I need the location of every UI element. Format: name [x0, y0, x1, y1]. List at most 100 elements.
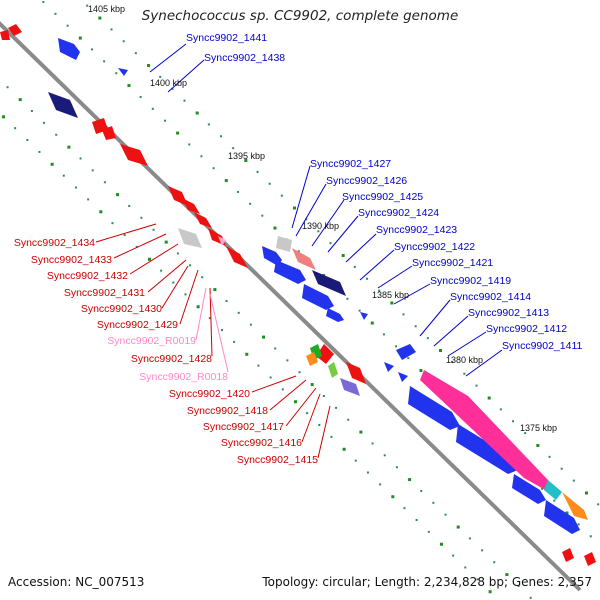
tick-dot: [6, 86, 9, 89]
tick-dot: [183, 99, 186, 102]
forward-gene[interactable]: [274, 260, 306, 284]
reverse-label[interactable]: Syncc9902_1434: [14, 237, 95, 249]
forward-gene[interactable]: [544, 500, 580, 534]
forward-gene[interactable]: [58, 38, 80, 60]
tick-dot: [391, 495, 395, 499]
tick-dot: [565, 511, 569, 515]
forward-gene[interactable]: [456, 424, 518, 474]
forward-gene[interactable]: [408, 386, 460, 430]
tick-dot: [505, 573, 509, 577]
tick-dot: [293, 400, 297, 404]
reverse-label[interactable]: Syncc9902_1432: [47, 270, 128, 282]
forward-gene[interactable]: [302, 284, 334, 310]
reverse-gene[interactable]: [8, 24, 22, 36]
forward-gene[interactable]: [326, 308, 344, 322]
forward-gene[interactable]: [512, 474, 546, 504]
reverse-gene-pseudo[interactable]: [178, 228, 202, 248]
tick-dot: [261, 214, 264, 217]
tick-dot: [62, 174, 65, 177]
forward-gene[interactable]: [48, 92, 78, 118]
reverse-label-rna[interactable]: Syncc9902_R0019: [107, 335, 196, 347]
reverse-gene[interactable]: [0, 30, 10, 40]
reverse-gene[interactable]: [584, 552, 596, 566]
tick-dot: [18, 98, 22, 102]
forward-gene[interactable]: [384, 362, 394, 372]
reverse-gene[interactable]: [562, 548, 574, 562]
kbp-tick-label: 1390 kbp: [302, 221, 339, 231]
tick-dot: [493, 561, 496, 564]
forward-label[interactable]: Syncc9902_1413: [468, 307, 549, 319]
reverse-gene[interactable]: [168, 186, 188, 206]
forward-gene[interactable]: [312, 270, 346, 296]
reverse-label[interactable]: Syncc9902_1429: [97, 319, 178, 331]
reverse-label-rna[interactable]: Syncc9902_R0018: [139, 371, 228, 383]
forward-gene-misc[interactable]: [562, 492, 588, 520]
reverse-gene[interactable]: [194, 212, 212, 228]
reverse-label[interactable]: Syncc9902_1418: [187, 405, 268, 417]
tick-dot: [475, 384, 478, 387]
reverse-gene-misc[interactable]: [328, 362, 338, 378]
reverse-gene[interactable]: [182, 198, 200, 214]
forward-gene[interactable]: [340, 378, 360, 396]
tick-dot: [172, 281, 175, 284]
forward-label[interactable]: Syncc9902_1419: [430, 275, 511, 287]
tick-dot: [286, 359, 289, 362]
forward-label[interactable]: Syncc9902_1426: [326, 175, 407, 187]
forward-label[interactable]: Syncc9902_1421: [412, 257, 493, 269]
reverse-gene-rna[interactable]: [218, 236, 226, 246]
reverse-label[interactable]: Syncc9902_1431: [64, 287, 145, 299]
tick-dot: [281, 388, 284, 391]
forward-label[interactable]: Syncc9902_1427: [310, 158, 391, 170]
forward-label[interactable]: Syncc9902_1422: [394, 241, 475, 253]
reverse-gene[interactable]: [316, 344, 334, 364]
tick-dot: [103, 181, 106, 184]
kbp-tick-label: 1380 kbp: [446, 355, 483, 365]
tick-dot: [342, 447, 346, 451]
reverse-gene-pseudo[interactable]: [276, 236, 292, 252]
tick-dot: [90, 48, 93, 51]
forward-label[interactable]: Syncc9902_1412: [486, 323, 567, 335]
reverse-gene[interactable]: [226, 246, 248, 268]
tick-dot: [189, 264, 192, 267]
tick-dot: [420, 489, 423, 492]
reverse-gene[interactable]: [120, 144, 148, 166]
reverse-gene-rna[interactable]: [292, 248, 316, 270]
forward-label[interactable]: Syncc9902_1438: [204, 52, 285, 64]
forward-label[interactable]: Syncc9902_1424: [358, 207, 439, 219]
forward-gene[interactable]: [396, 344, 416, 360]
tick-dot: [87, 198, 90, 201]
tick-dot: [419, 369, 423, 373]
reverse-label[interactable]: Syncc9902_1420: [169, 388, 250, 400]
kbp-tick-label: 1385 kbp: [372, 290, 409, 300]
forward-gene[interactable]: [398, 372, 408, 382]
forward-label[interactable]: Syncc9902_1425: [342, 191, 423, 203]
tick-dot: [268, 182, 271, 185]
tick-dot: [232, 147, 235, 150]
forward-gene-trna[interactable]: [544, 480, 562, 500]
forward-gene[interactable]: [118, 68, 128, 76]
tick-dot: [318, 424, 321, 427]
reverse-gene-misc[interactable]: [306, 352, 318, 366]
tick-dot: [335, 406, 338, 409]
tick-dot: [140, 216, 143, 219]
reverse-label[interactable]: Syncc9902_1428: [131, 353, 212, 365]
reverse-label[interactable]: Syncc9902_1415: [237, 454, 318, 466]
reverse-label[interactable]: Syncc9902_1417: [203, 421, 284, 433]
forward-label[interactable]: Syncc9902_1441: [186, 32, 267, 44]
tick-dot: [196, 305, 200, 309]
reverse-gene[interactable]: [346, 362, 366, 384]
label-leader-lines: [95, 43, 503, 459]
tick-dot: [456, 525, 460, 529]
forward-gene[interactable]: [360, 312, 368, 320]
tick-dot: [54, 12, 57, 15]
reverse-label[interactable]: Syncc9902_1430: [81, 303, 162, 315]
tick-dot: [390, 301, 394, 305]
forward-gene-rrna[interactable]: [420, 370, 556, 496]
reverse-label[interactable]: Syncc9902_1433: [31, 254, 112, 266]
tick-dot: [249, 323, 252, 326]
reverse-gene[interactable]: [102, 126, 116, 140]
forward-label[interactable]: Syncc9902_1414: [450, 291, 531, 303]
forward-label[interactable]: Syncc9902_1423: [376, 224, 457, 236]
forward-label[interactable]: Syncc9902_1411: [502, 340, 583, 352]
reverse-label[interactable]: Syncc9902_1416: [221, 437, 302, 449]
